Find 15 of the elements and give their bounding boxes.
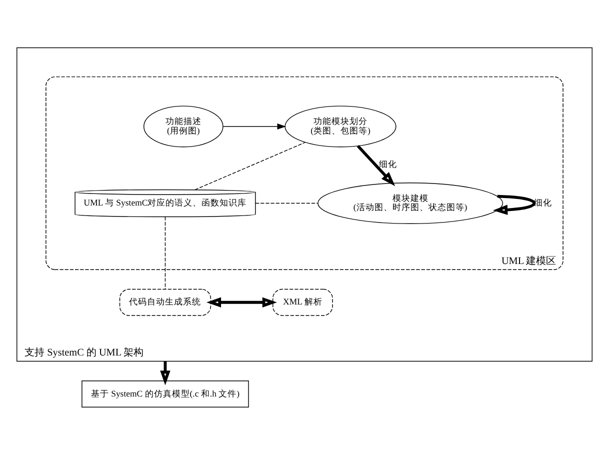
connector — [164, 216, 166, 290]
node-box: 代码自动生成系统 — [119, 288, 212, 316]
connector — [255, 202, 318, 204]
arrow — [492, 194, 536, 215]
node-box: XML 解析 — [272, 288, 333, 316]
node-ellipse: 模块建模 (活动图、时序图、状态图等) — [318, 182, 504, 224]
connector — [194, 142, 306, 190]
node-ellipse: 功能模块划分 (类图、包图等) — [284, 106, 396, 148]
arrow — [160, 361, 170, 386]
node-box: 基于 SystemC 的仿真模型(.c 和.h 文件) — [82, 380, 249, 408]
node-ellipse: 功能描述 (用例图) — [144, 106, 224, 148]
edge-label: 细化 — [379, 159, 398, 170]
arrow — [206, 297, 277, 308]
arrow — [222, 123, 286, 130]
arrow — [356, 145, 396, 186]
